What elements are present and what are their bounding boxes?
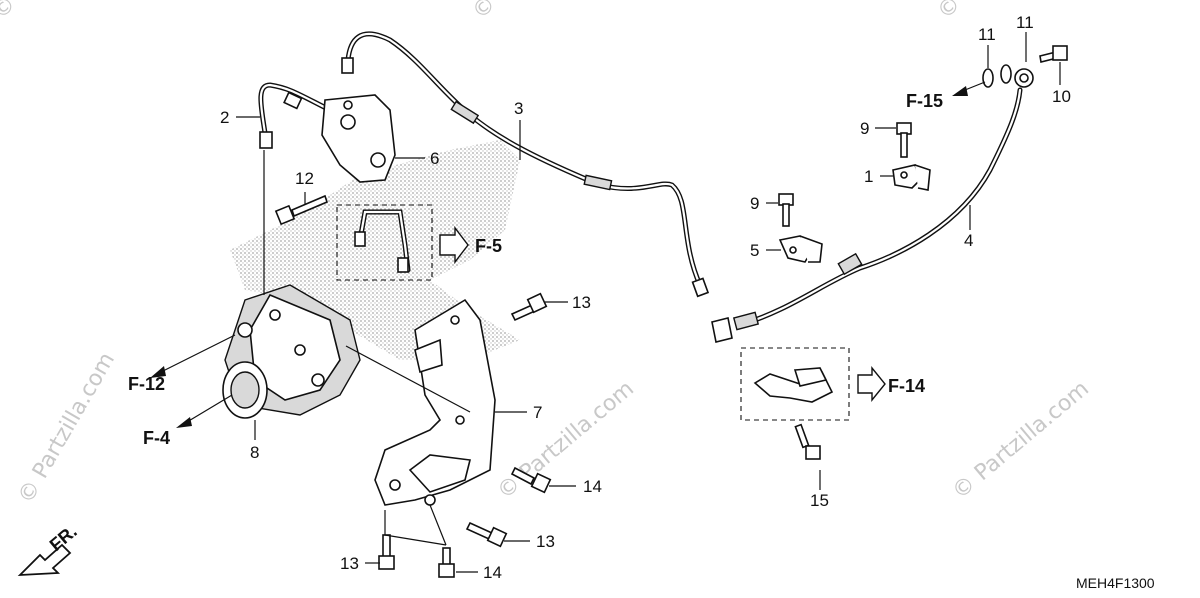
bolt-part-15[interactable]: [794, 423, 821, 460]
callout-9-upper[interactable]: 9: [860, 119, 869, 138]
leader-lines: [236, 32, 1061, 573]
joint-block-part-6[interactable]: [321, 94, 396, 183]
callout-13-upper[interactable]: 13: [572, 293, 591, 312]
front-direction-label: FR.: [46, 521, 81, 555]
abs-modulator-part-8[interactable]: [222, 284, 361, 419]
callout-2[interactable]: 2: [220, 108, 229, 127]
reference-arrows: [150, 81, 986, 428]
reference-f12[interactable]: F-12: [128, 374, 165, 394]
callout-5[interactable]: 5: [750, 241, 759, 260]
f5-inset: [336, 204, 469, 281]
bolt-part-12[interactable]: [274, 194, 328, 226]
callout-13-right[interactable]: 13: [536, 532, 555, 551]
clamp-part-5[interactable]: [778, 235, 823, 263]
f14-inset: [740, 347, 886, 421]
reference-labels: F-5 F-12 F-4 F-14 F-15: [128, 91, 943, 448]
bolt-part-10[interactable]: [1039, 45, 1068, 63]
callout-1[interactable]: 1: [864, 167, 873, 186]
reference-f15[interactable]: F-15: [906, 91, 943, 111]
frame-silhouette: [230, 140, 520, 360]
callout-10[interactable]: 10: [1052, 87, 1071, 106]
watermark: © Partzilla.com: [0, 0, 134, 25]
callout-14-right[interactable]: 14: [583, 477, 602, 496]
bolt-part-9-upper[interactable]: [896, 122, 912, 158]
callout-7[interactable]: 7: [533, 403, 542, 422]
bolt-part-13-lower[interactable]: [378, 534, 395, 570]
bolt-part-14-lower[interactable]: [438, 547, 455, 578]
watermark: © Partzilla.com: [468, 0, 614, 25]
callout-11-left[interactable]: 11: [978, 25, 996, 44]
watermark: © Partzilla.com: [493, 376, 639, 504]
callout-11-right[interactable]: 11: [1016, 13, 1034, 32]
front-direction-arrow: FR.: [17, 521, 81, 577]
watermark: © Partzilla.com: [933, 0, 1079, 25]
watermark: © Partzilla.com: [14, 348, 121, 508]
bolt-part-9-lower[interactable]: [778, 193, 794, 227]
callout-15[interactable]: 15: [810, 491, 829, 510]
washer-part-11-right[interactable]: [1000, 64, 1012, 84]
callout-4[interactable]: 4: [964, 231, 973, 250]
callout-12[interactable]: 12: [295, 169, 314, 188]
callout-3[interactable]: 3: [514, 99, 523, 118]
watermark: © Partzilla.com: [948, 376, 1094, 504]
clamp-part-1[interactable]: [892, 164, 931, 191]
washer-part-11-left[interactable]: [982, 68, 994, 88]
diagram-code: MEH4F1300: [1076, 575, 1155, 591]
callout-9-lower[interactable]: 9: [750, 194, 759, 213]
reference-f14[interactable]: F-14: [888, 376, 925, 396]
reference-f4[interactable]: F-4: [143, 428, 170, 448]
brake-hose-part-4[interactable]: [711, 68, 1034, 343]
bolt-part-13-upper[interactable]: [510, 292, 548, 322]
callout-8[interactable]: 8: [250, 443, 259, 462]
brake-pipe-part-3[interactable]: [341, 31, 710, 298]
bolt-part-14-right[interactable]: [510, 466, 552, 494]
callout-6[interactable]: 6: [430, 149, 439, 168]
bracket-part-7[interactable]: [374, 298, 496, 506]
bolt-part-13-right[interactable]: [465, 521, 508, 548]
reference-f5[interactable]: F-5: [475, 236, 502, 256]
callout-13-lower[interactable]: 13: [340, 554, 359, 573]
callout-labels: 1 2 3 4 5 6 7 8 9 9 10 11 11 12 13 13 13…: [220, 13, 1071, 582]
brake-pipe-part-2[interactable]: [258, 82, 333, 149]
callout-14-lower[interactable]: 14: [483, 563, 502, 582]
